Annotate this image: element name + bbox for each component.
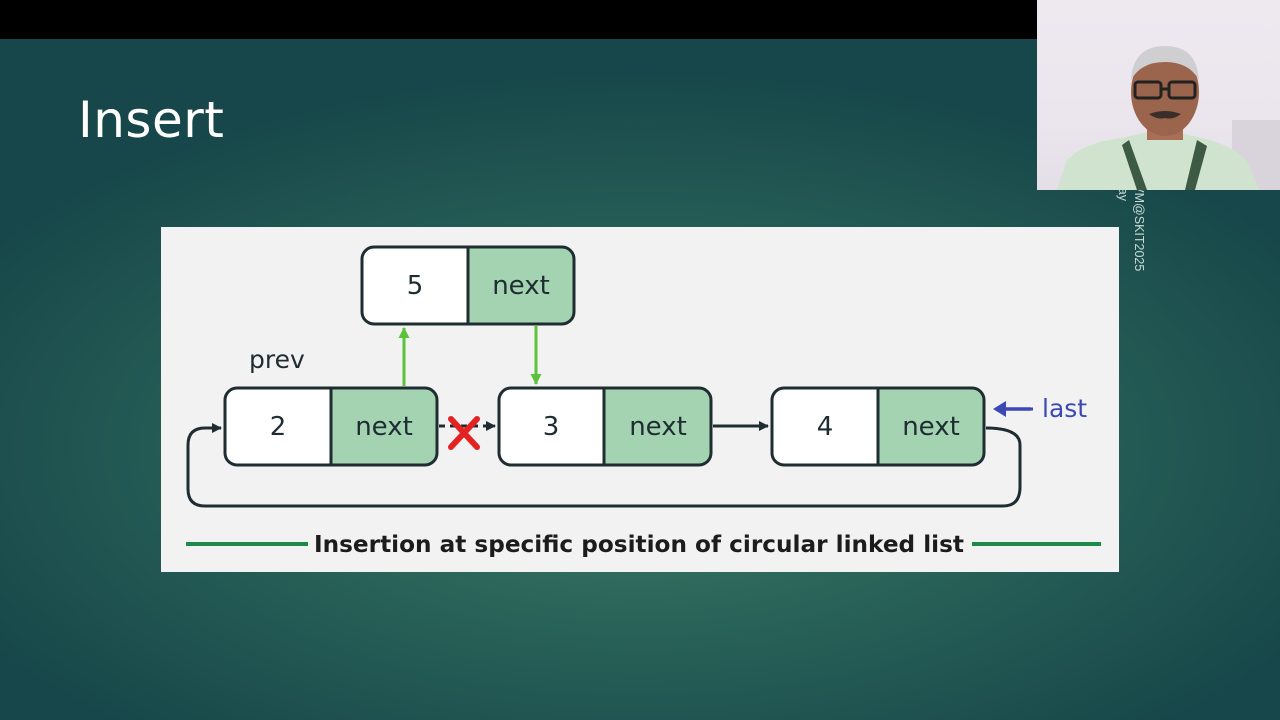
new-node-5: 5 next — [360, 245, 576, 326]
node-3: 3 next — [497, 386, 713, 467]
node-value: 4 — [817, 412, 834, 442]
circular-linked-list-diagram: 5 next 2 next 3 next — [186, 245, 1101, 558]
last-label: last — [1042, 394, 1087, 423]
new-node-value: 5 — [407, 271, 424, 301]
node-pointer-label: next — [902, 412, 960, 442]
node-value: 2 — [270, 412, 287, 442]
cross-icon — [448, 416, 480, 450]
node-4: 4 next — [770, 386, 986, 467]
arrow-left-icon — [993, 401, 1033, 417]
node-data-cell — [362, 247, 468, 324]
node-2: 2 next — [223, 386, 439, 467]
circular-back-link-arrow — [186, 423, 1022, 508]
presenter-video-icon — [1057, 46, 1280, 190]
presenter-webcam — [1037, 0, 1280, 190]
new-node-pointer-label: next — [492, 271, 550, 301]
diagram-image: 5 next 2 next 3 next — [161, 227, 1119, 572]
node-pointer-label: next — [629, 412, 687, 442]
node-pointer-cell — [468, 247, 574, 324]
diagram-caption: Insertion at specific position of circul… — [314, 532, 964, 558]
node-pointer-label: next — [355, 412, 413, 442]
prev-label: prev — [249, 345, 305, 374]
node-value: 3 — [543, 412, 560, 442]
slide-title: Insert — [78, 91, 225, 149]
